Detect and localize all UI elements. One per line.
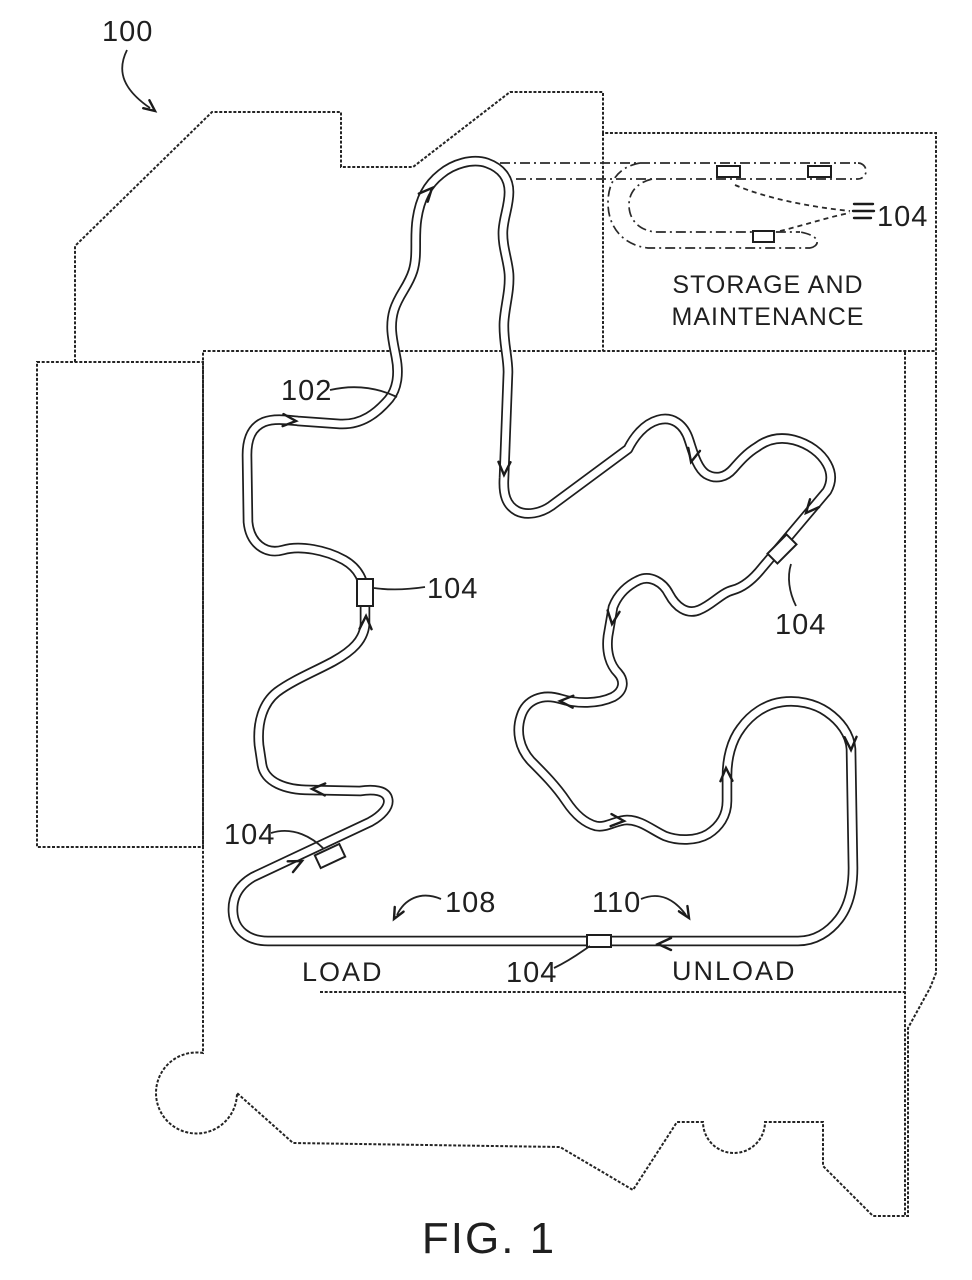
storage-rail-right-cap [857, 162, 867, 180]
vehicle-track-left [356, 578, 374, 607]
direction-arrow [655, 936, 673, 952]
storage-rail-lower-cap [799, 231, 818, 249]
vehicle-track-bottom [586, 934, 612, 948]
unload-station-label: UNLOAD [672, 956, 797, 986]
load-station-label: LOAD [302, 957, 384, 987]
leader-100-arrowhead [142, 99, 158, 113]
direction-arrow [281, 412, 299, 428]
direction-arrow [417, 185, 434, 203]
leader-104-right [788, 563, 797, 607]
building-outer-outline [74, 91, 937, 1217]
direction-arrow [286, 859, 305, 874]
direction-arrow [804, 498, 821, 516]
ref-label-104-bottom: 104 [506, 957, 557, 989]
vehicle-storage-1 [716, 165, 741, 178]
ride-track [227, 155, 859, 947]
ref-label-104-left: 104 [427, 573, 478, 605]
ref-label-110: 110 [592, 887, 641, 919]
leader-104-lowerleft [270, 830, 325, 850]
left-annex-room [36, 361, 204, 848]
ref-label-102: 102 [281, 375, 332, 407]
leader-110-arrowhead [677, 904, 691, 921]
reference-leaders [121, 49, 797, 969]
ref-label-104-storage: 104 [877, 201, 928, 233]
vehicle-storage-2 [807, 165, 832, 178]
storage-area-label-line1: STORAGE AND [672, 271, 863, 299]
direction-arrow [609, 812, 627, 828]
leader-110 [640, 895, 687, 916]
direction-arrow [557, 694, 575, 709]
ref-label-104-lowerleft: 104 [224, 819, 275, 851]
figure-caption: FIG. 1 [422, 1214, 556, 1263]
storage-area-label-line2: MAINTENANCE [672, 303, 865, 331]
direction-arrow [719, 765, 734, 783]
direction-arrow [687, 446, 702, 465]
direction-arrow [497, 460, 512, 478]
track-direction-arrows [281, 185, 858, 952]
leader-108 [396, 894, 442, 916]
storage-leader-2 [779, 212, 851, 232]
storage-leader-1 [734, 184, 851, 212]
storage-rail-loop-outer [607, 162, 810, 249]
ride-track-inner-fill [229, 157, 857, 945]
direction-arrow [358, 613, 373, 631]
storage-track [500, 162, 876, 249]
direction-arrow [309, 782, 327, 797]
vehicles [313, 165, 832, 948]
direction-arrow [843, 735, 858, 753]
ref-label-100: 100 [102, 16, 153, 48]
vehicle-storage-3 [752, 230, 775, 243]
direction-arrow [606, 609, 621, 627]
leader-104-left [373, 586, 426, 591]
ref-label-104-right: 104 [775, 609, 826, 641]
storage-rail-loop-inner [628, 178, 800, 233]
vehicle-track-lowerleft [313, 842, 347, 870]
ref-label-108: 108 [445, 887, 496, 919]
leader-108-arrowhead [392, 905, 405, 922]
leader-102 [329, 386, 398, 398]
leader-100 [121, 49, 151, 109]
leader-104-bottom [553, 945, 591, 969]
vehicle-track-right [766, 533, 798, 565]
